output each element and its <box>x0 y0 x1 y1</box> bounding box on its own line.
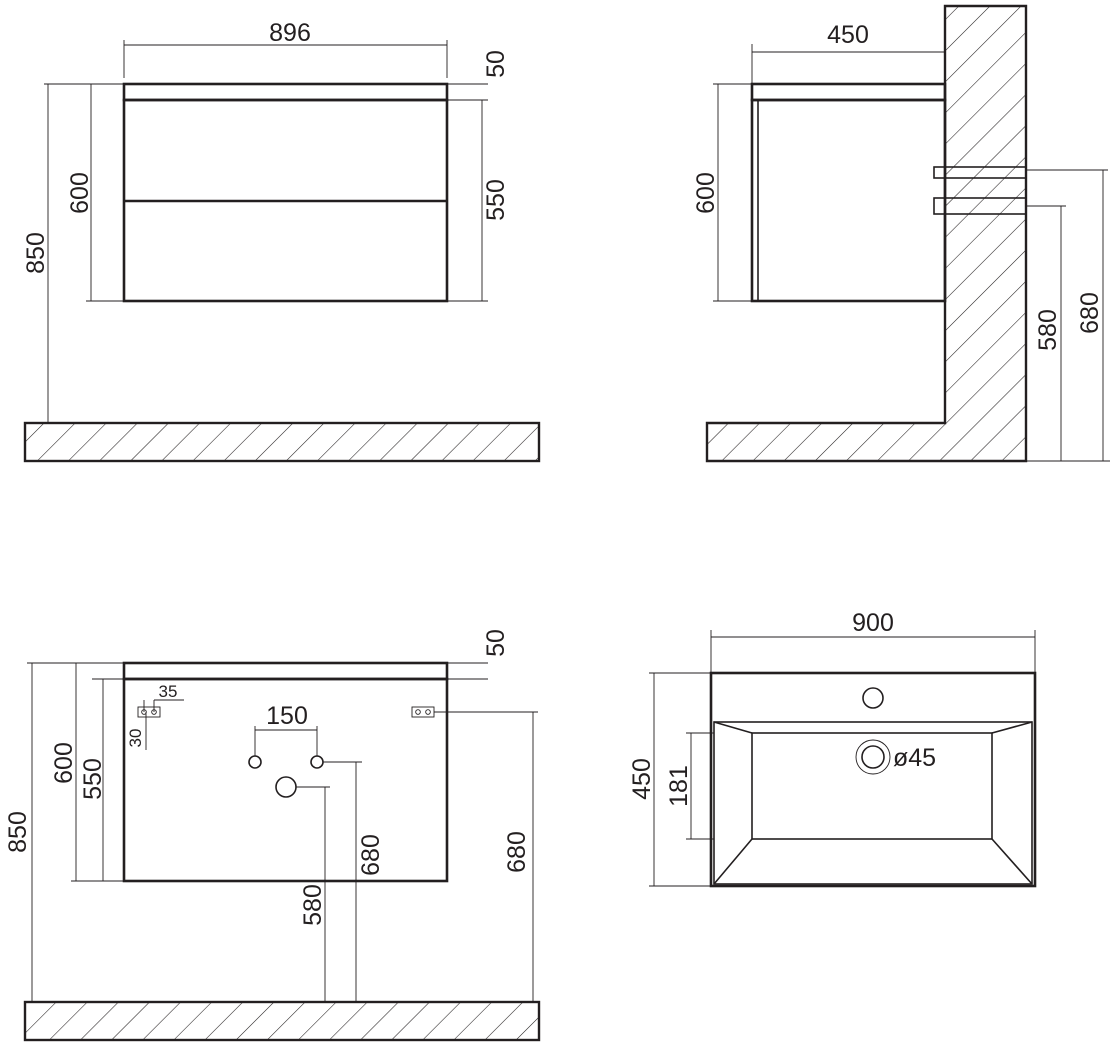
back-view: 50 35 30 680 150 680 580 <box>4 629 541 1042</box>
side-depth-label: 450 <box>827 21 869 49</box>
front-countertop <box>122 82 449 102</box>
side-cabinet-height-label: 600 <box>692 172 720 214</box>
basin-drain-outer <box>855 739 891 775</box>
basin-bowl-inner <box>751 732 993 840</box>
back-bracket-x-label: 35 <box>159 682 178 701</box>
front-drawer-height-label: 550 <box>482 179 510 221</box>
back-drawer-height-label: 550 <box>79 758 107 800</box>
basin-drain-diameter-label: ø45 <box>893 744 936 772</box>
basin-bowl-offset-label: 181 <box>665 765 693 807</box>
back-drain <box>275 776 297 798</box>
back-cabinet-body <box>122 677 449 883</box>
back-pipe-spacing-label: 150 <box>266 702 308 730</box>
back-left-bracket <box>137 706 161 718</box>
front-mount-height-label: 850 <box>22 232 50 274</box>
back-mount-height-label: 850 <box>4 811 32 853</box>
front-view: 896 50 550 600 850 <box>22 19 541 463</box>
back-drain-height-label: 580 <box>299 884 327 926</box>
back-countertop <box>122 661 449 681</box>
basin-width-label: 900 <box>852 609 894 637</box>
back-right-pipe <box>310 755 324 769</box>
front-cabinet-height-label: 600 <box>66 172 94 214</box>
basin-outline <box>709 671 1037 888</box>
back-left-pipe <box>248 755 262 769</box>
front-width-label: 896 <box>269 19 311 47</box>
front-floor <box>23 421 541 463</box>
side-cabinet-body <box>750 98 947 303</box>
side-upper-bracket-label: 680 <box>1076 292 1104 334</box>
basin-view: ø45 900 450 181 <box>628 609 1037 888</box>
basin-depth-label: 450 <box>628 758 656 800</box>
basin-drain <box>861 745 885 769</box>
side-wall-floor <box>705 4 1028 463</box>
side-upper-bracket <box>933 166 1027 179</box>
side-countertop <box>750 82 947 102</box>
back-bracket-height-label: 680 <box>503 831 531 873</box>
basin-bowl-outer <box>713 721 1033 885</box>
back-pipe-height-label: 680 <box>357 834 385 876</box>
basin-tap-hole <box>862 687 884 709</box>
side-lower-bracket-label: 580 <box>1034 309 1062 351</box>
back-cabinet-height-label: 600 <box>50 742 78 784</box>
back-floor <box>23 1000 541 1042</box>
front-top-thickness-label: 50 <box>482 50 510 78</box>
back-top-thickness-label: 50 <box>482 629 510 657</box>
back-bracket-y-label: 30 <box>126 729 145 748</box>
side-view: 450 600 580 680 <box>692 4 1110 463</box>
